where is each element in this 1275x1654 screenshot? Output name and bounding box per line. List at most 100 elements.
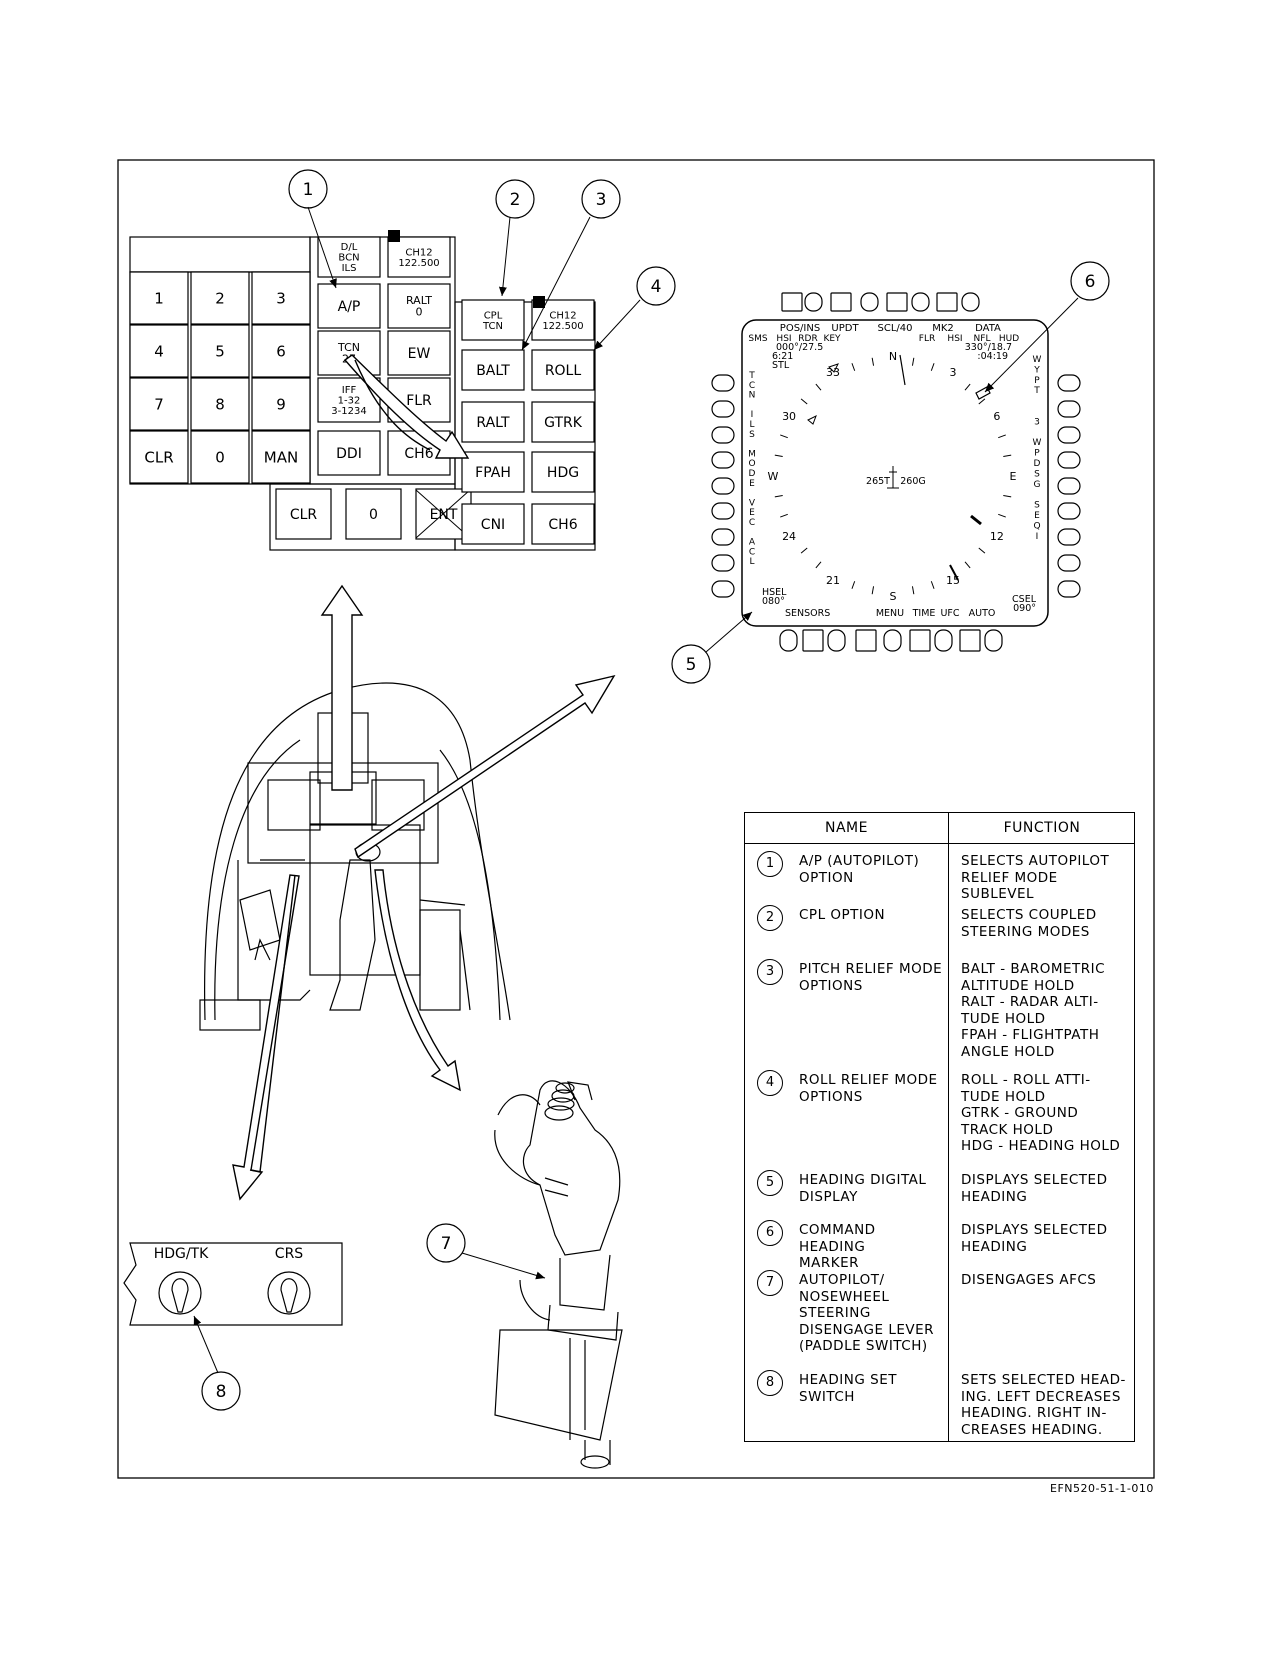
ufc-option-flr-label: FLR: [406, 393, 432, 409]
hsi-left-pushbutton[interactable]: [711, 502, 735, 520]
row-name: HEADING DIGITAL DISPLAY: [799, 1172, 927, 1205]
row-function: SELECTS COUPLED STEERING MODES: [961, 907, 1097, 940]
hsi-left-option-char: D: [749, 469, 756, 479]
hsi-left-pushbutton[interactable]: [711, 451, 735, 469]
hsi-left-pushbutton[interactable]: [711, 554, 735, 572]
hdg-tk-label: HDG/TK: [154, 1246, 209, 1262]
hsi-top-pushbutton[interactable]: [804, 292, 823, 312]
ufc-option-ew[interactable]: EW: [387, 330, 451, 376]
hsi-right-pushbutton[interactable]: [1057, 426, 1081, 444]
bottom-key-clr[interactable]: CLR: [275, 488, 332, 540]
hsi-bottom-pushbutton[interactable]: [802, 629, 824, 652]
hsi-left-pushbutton[interactable]: [711, 528, 735, 546]
hsi-left-option-char: I: [751, 410, 754, 420]
hsi-left-option-char: O: [748, 459, 755, 469]
hsi-left-pushbutton[interactable]: [711, 374, 735, 392]
hsi-top-pushbutton[interactable]: [936, 292, 958, 312]
relief-key-hdg[interactable]: HDG: [531, 451, 595, 493]
callout-number: 3: [596, 190, 607, 210]
hsi-left-option-char: E: [749, 479, 755, 489]
hsi-bottom-pushbutton[interactable]: [984, 629, 1003, 652]
hsi-left-pushbutton[interactable]: [711, 400, 735, 418]
hsi-bottom-pushbutton[interactable]: [779, 629, 798, 652]
row-function: SELECTS AUTOPILOT RELIEF MODE SUBLEVEL: [961, 853, 1110, 902]
hsi-label-menu: MENU: [876, 608, 904, 619]
relief-key-roll[interactable]: ROLL: [531, 349, 595, 391]
relief-key-ch6[interactable]: CH6: [531, 503, 595, 545]
ufc-option-a-p[interactable]: A/P: [317, 283, 381, 329]
keypad-key-8[interactable]: 8: [190, 377, 250, 431]
hsi-bottom-pushbutton[interactable]: [934, 629, 953, 652]
hsi-top-pushbutton[interactable]: [860, 292, 879, 312]
hsi-bottom-pushbutton[interactable]: [909, 629, 931, 652]
hsi-right-pushbutton[interactable]: [1057, 554, 1081, 572]
hsi-left-pushbutton[interactable]: [711, 426, 735, 444]
keypad-key-man[interactable]: MAN: [251, 430, 311, 484]
hsi-right-option-char: D: [1034, 459, 1041, 469]
hsi-right-pushbutton[interactable]: [1057, 451, 1081, 469]
relief-key-fpah[interactable]: FPAH: [461, 451, 525, 493]
hsi-top-pushbutton[interactable]: [961, 292, 980, 312]
keypad-key-clr[interactable]: CLR: [129, 430, 189, 484]
relief-key-ralt[interactable]: RALT: [461, 401, 525, 443]
compass-tick: [978, 547, 986, 554]
hsi-left-pushbutton[interactable]: [711, 580, 735, 598]
compass-tick: [998, 513, 1006, 518]
keypad-key-7[interactable]: 7: [129, 377, 189, 431]
relief-key-balt[interactable]: BALT: [461, 349, 525, 391]
relief-key-cni[interactable]: CNI: [461, 503, 525, 545]
row-number: 4: [757, 1070, 783, 1096]
hsi-top-pushbutton[interactable]: [886, 292, 908, 312]
compass-tick: [871, 357, 875, 366]
keypad-key-6[interactable]: 6: [251, 324, 311, 378]
keypad-key-1[interactable]: 1: [129, 271, 189, 325]
hsi-left-option-char: C: [749, 518, 755, 528]
keypad-key-8-label: 8: [215, 395, 225, 413]
row-number: 7: [757, 1270, 783, 1296]
keypad-key-0-label: 0: [215, 448, 225, 466]
true-heading-readout: 265T: [866, 476, 890, 487]
compass-label: 15: [946, 574, 960, 587]
keypad-key-4[interactable]: 4: [129, 324, 189, 378]
bottom-key-0[interactable]: 0: [345, 488, 402, 540]
compass-tick: [780, 513, 788, 518]
hdg-tk-switch[interactable]: [158, 1271, 202, 1315]
keypad-key-9[interactable]: 9: [251, 377, 311, 431]
hsi-right-pushbutton[interactable]: [1057, 580, 1081, 598]
keypad-key-9-label: 9: [276, 395, 286, 413]
crs-switch[interactable]: [267, 1271, 311, 1315]
ufc-option-ddi[interactable]: DDI: [317, 430, 381, 476]
hsi-right-pushbutton[interactable]: [1057, 502, 1081, 520]
keypad-key-0[interactable]: 0: [190, 430, 250, 484]
hsi-right-pushbutton[interactable]: [1057, 528, 1081, 546]
hsi-top-pushbutton[interactable]: [781, 292, 803, 312]
keypad-key-2[interactable]: 2: [190, 271, 250, 325]
hsi-right-option-char: Q: [1033, 521, 1040, 531]
hsi-left-option-char: L: [749, 420, 754, 430]
keypad-key-5[interactable]: 5: [190, 324, 250, 378]
hsi-top-pushbutton[interactable]: [911, 292, 930, 312]
hsi-right-pushbutton[interactable]: [1057, 374, 1081, 392]
relief-key-gtrk[interactable]: GTRK: [531, 401, 595, 443]
row-function: SETS SELECTED HEAD- ING. LEFT DECREASES …: [961, 1372, 1126, 1438]
hsi-right-pushbutton[interactable]: [1057, 400, 1081, 418]
hsi-top-pushbutton[interactable]: [830, 292, 852, 312]
hsi-bottom-pushbutton[interactable]: [855, 629, 877, 652]
hsi-bottom-pushbutton[interactable]: [959, 629, 981, 652]
hsi-bottom-pushbutton[interactable]: [827, 629, 846, 652]
ufc-option-tcn-27[interactable]: TCN27: [317, 330, 381, 376]
hsi-bottom-pushbutton[interactable]: [883, 629, 902, 652]
hsi-right-pushbutton[interactable]: [1057, 477, 1081, 495]
hsi-left-pushbutton[interactable]: [711, 477, 735, 495]
compass-tick: [780, 434, 788, 439]
cockpit-illustration: [199, 682, 511, 1031]
keypad-key-3[interactable]: 3: [251, 271, 311, 325]
